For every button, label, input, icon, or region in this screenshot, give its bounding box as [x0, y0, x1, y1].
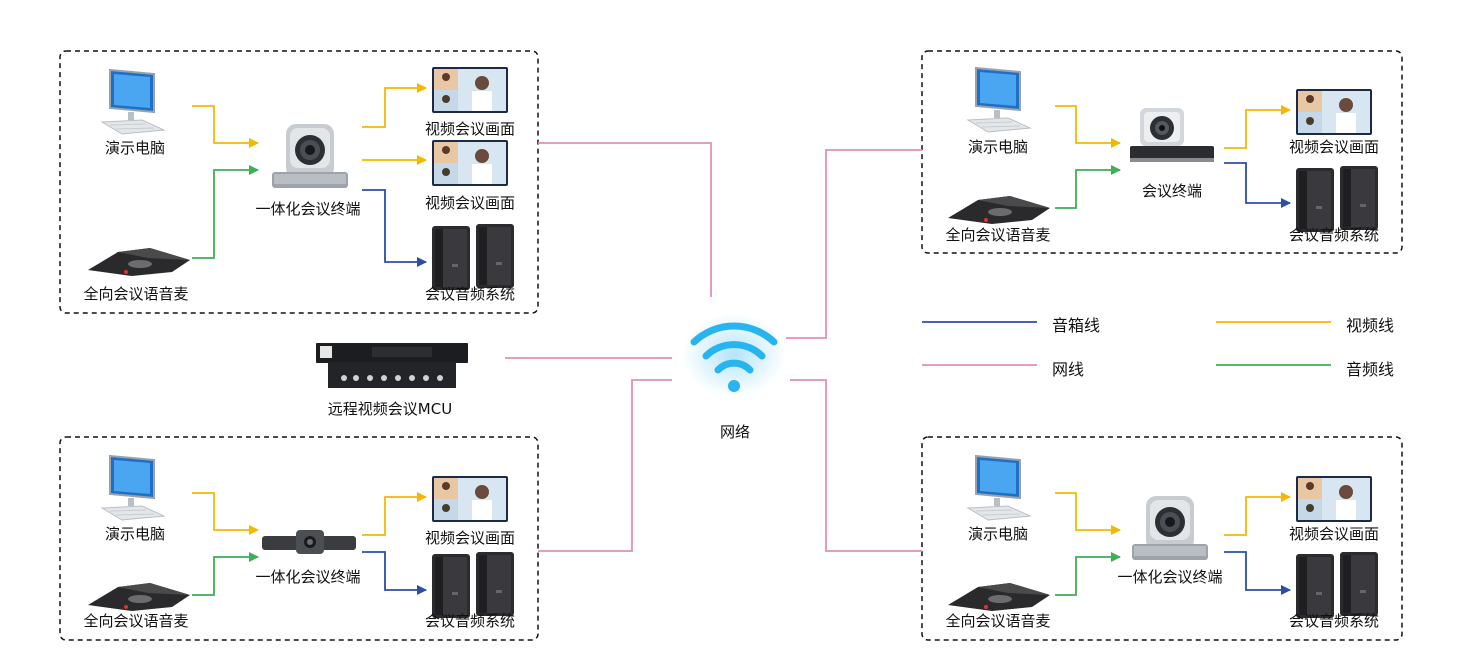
room2-mic-label: 全向会议语音麦 — [945, 226, 1051, 244]
room1-border — [59, 50, 539, 314]
room4-mic-label: 全向会议语音麦 — [945, 612, 1051, 630]
room3-screen-label: 视频会议画面 — [424, 529, 516, 547]
room2-speakers-label: 会议音频系统 — [1288, 226, 1380, 244]
audio-line-r2 — [1055, 165, 1121, 209]
video-line-r2-pc — [1055, 105, 1121, 148]
room4-terminal-label: 一体化会议终端 — [1117, 568, 1223, 586]
video-line-r4-pc — [1055, 492, 1121, 535]
room3-terminal-icon — [262, 530, 356, 554]
room4-speakers-icon — [1296, 552, 1378, 618]
speaker-line-r1 — [362, 189, 427, 267]
audio-line-r1 — [192, 165, 259, 259]
room3-speakers-label: 会议音频系统 — [424, 612, 516, 630]
room3-pc-icon — [101, 455, 165, 521]
room2-speakers-icon — [1296, 166, 1378, 232]
room1-terminal-label: 一体化会议终端 — [255, 200, 361, 218]
room4-mic-icon — [948, 583, 1050, 611]
room2-pc-label: 演示电脑 — [967, 138, 1029, 156]
legend-video-line-label: 视频线 — [1346, 316, 1395, 335]
room4-pc-icon — [967, 455, 1031, 521]
room1-speakers-label: 会议音频系统 — [424, 285, 516, 303]
room1-pc-icon — [101, 69, 165, 135]
room2-terminal-icon — [1130, 108, 1214, 162]
room1-speakers-icon — [432, 224, 514, 290]
legend-audio-line-label: 音频线 — [1346, 360, 1395, 379]
video-line-r4-screen — [1224, 492, 1291, 536]
audio-line-r3 — [192, 552, 259, 596]
room1-screen2-icon — [432, 140, 508, 186]
room3-border — [59, 436, 539, 641]
video-line-r3-screen — [362, 492, 427, 536]
wifi-icon — [682, 313, 786, 397]
video-line-r1-pc — [192, 105, 259, 148]
room2-terminal-label: 会议终端 — [1141, 182, 1203, 200]
mcu-device-icon — [316, 343, 468, 388]
room1-screen2-label: 视频会议画面 — [424, 194, 516, 212]
mcu-label: 远程视频会议MCU — [327, 400, 453, 418]
room4-pc-label: 演示电脑 — [967, 525, 1029, 543]
network-line-room1 — [538, 142, 712, 297]
room2-pc-icon — [967, 67, 1031, 133]
room1-screen1-label: 视频会议画面 — [424, 120, 516, 138]
room3-mic-icon — [88, 583, 190, 611]
room1-mic-label: 全向会议语音麦 — [83, 285, 189, 303]
video-line-r2-screen — [1224, 105, 1291, 149]
network-line-room4 — [790, 379, 922, 552]
room1-terminal-icon — [272, 124, 348, 188]
room3-screen-icon — [432, 476, 508, 522]
room3-mic-label: 全向会议语音麦 — [83, 612, 189, 630]
room4-screen-label: 视频会议画面 — [1288, 525, 1380, 543]
room1-screen1-icon — [432, 67, 508, 113]
room1-mic-icon — [88, 248, 190, 276]
video-line-r1-screen1 — [362, 83, 427, 128]
network-label: 网络 — [719, 423, 751, 441]
speaker-line-r3 — [362, 551, 427, 595]
room2-border — [921, 50, 1403, 254]
room3-speakers-icon — [432, 552, 514, 618]
room1-pc-label: 演示电脑 — [104, 139, 166, 157]
legend-speaker-line-label: 音箱线 — [1052, 316, 1101, 335]
room4-border — [921, 436, 1403, 641]
room4-speakers-label: 会议音频系统 — [1288, 612, 1380, 630]
room3-terminal-label: 一体化会议终端 — [255, 568, 361, 586]
room4-screen-icon — [1296, 476, 1372, 522]
speaker-line-r2 — [1224, 162, 1291, 208]
video-line-r3-pc — [192, 492, 259, 535]
legend-network-line-label: 网线 — [1052, 360, 1085, 379]
speaker-line-r4 — [1224, 551, 1291, 595]
network-line-room3 — [538, 379, 672, 552]
room3-pc-label: 演示电脑 — [104, 525, 166, 543]
audio-line-r4 — [1055, 552, 1121, 596]
network-line-room2 — [786, 149, 922, 339]
room2-screen-label: 视频会议画面 — [1288, 138, 1380, 156]
room2-screen-icon — [1296, 89, 1372, 135]
room2-mic-icon — [948, 196, 1050, 224]
room4-terminal-icon — [1132, 496, 1208, 560]
